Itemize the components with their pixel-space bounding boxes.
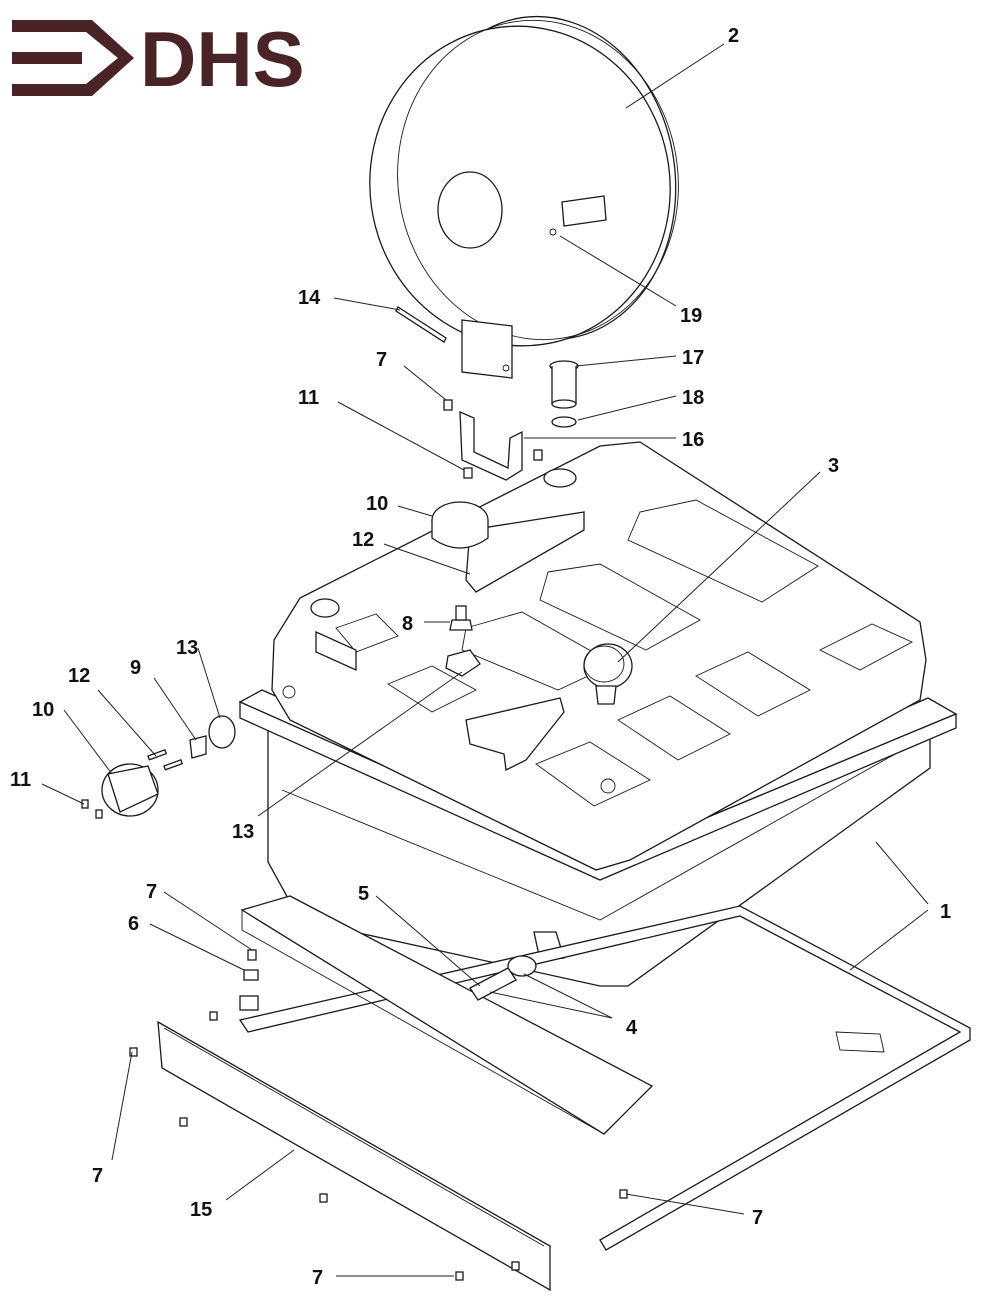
- dhs-logo: DHS: [12, 15, 305, 103]
- clip-nut: [239, 949, 259, 1011]
- callout-7-mid: 7: [146, 881, 157, 903]
- callout-5: 5: [358, 883, 369, 905]
- callout-labels: 2 19 14 17 7 18 11 16 3 10 12 8 13 12 9 …: [10, 25, 951, 1289]
- pipe-connector: [549, 360, 579, 409]
- callout-7-bottom: 7: [312, 1267, 323, 1289]
- callout-8: 8: [402, 613, 413, 635]
- seal-ring: [551, 416, 577, 428]
- callout-12-upper: 12: [352, 529, 374, 551]
- callout-6: 6: [128, 913, 139, 935]
- thermostat-top: [431, 501, 489, 549]
- callout-17: 17: [682, 347, 704, 369]
- clip-9: [189, 735, 207, 759]
- support-bar: [240, 895, 654, 1135]
- base-plate: [238, 905, 971, 1251]
- thermostat-side: [101, 749, 184, 817]
- callout-7-upper: 7: [376, 349, 387, 371]
- callout-11-side: 11: [10, 769, 31, 791]
- callout-16: 16: [682, 429, 704, 451]
- callout-7-left: 7: [92, 1165, 103, 1187]
- logo-arrow-bar-icon: [12, 52, 82, 64]
- callout-15: 15: [190, 1199, 212, 1221]
- callout-7-right: 7: [752, 1207, 763, 1229]
- screws-upper: [443, 399, 543, 479]
- callout-19: 19: [680, 305, 702, 327]
- screws-lower: [129, 1011, 628, 1281]
- drain-valve: [469, 955, 537, 1001]
- expansion-vessel: [369, 15, 679, 379]
- tank-body: [238, 441, 958, 987]
- callout-2: 2: [728, 25, 739, 47]
- logo-arrow-icon: [12, 20, 134, 96]
- cover-plate-side: [208, 715, 236, 749]
- callout-4: 4: [626, 1017, 638, 1039]
- bleed-valve: [449, 605, 473, 631]
- pressure-gauge: [583, 643, 633, 705]
- vessel-bracket: [459, 410, 523, 481]
- callout-3: 3: [828, 455, 839, 477]
- leader-lines: [41, 43, 929, 1277]
- callout-12-side: 12: [68, 665, 90, 687]
- logo-text: DHS: [140, 15, 305, 103]
- callout-1: 1: [940, 901, 951, 923]
- callout-9: 9: [130, 657, 141, 679]
- callout-18: 18: [682, 387, 704, 409]
- callout-13-top: 13: [232, 821, 254, 843]
- cover-plate-top: [445, 649, 481, 677]
- callout-13-side: 13: [176, 637, 198, 659]
- callout-10-side: 10: [32, 699, 54, 721]
- front-rail: [157, 1020, 551, 1292]
- callout-11-upper: 11: [298, 387, 319, 409]
- callout-14: 14: [298, 287, 321, 309]
- screws-left: [81, 799, 103, 819]
- callout-10-upper: 10: [366, 493, 388, 515]
